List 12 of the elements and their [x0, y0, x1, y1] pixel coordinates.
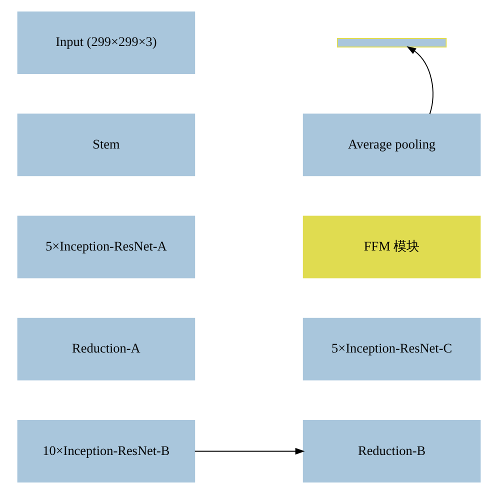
arrow: [194, 448, 305, 455]
node-box: 5×Inception-ResNet-C: [302, 318, 481, 380]
node-box: FFM 模块: [302, 216, 481, 278]
arrow: [406, 46, 434, 115]
node-box: Reduction-B: [302, 420, 481, 482]
node-bar: [336, 38, 447, 48]
node-box: Reduction-A: [17, 318, 196, 380]
node-box: Input (299×299×3): [17, 12, 196, 74]
node-box: 10×Inception-ResNet-B: [17, 420, 196, 482]
node-box: 5×Inception-ResNet-A: [17, 216, 196, 278]
node-box: Stem: [17, 114, 196, 176]
node-box: Average pooling: [302, 114, 481, 176]
